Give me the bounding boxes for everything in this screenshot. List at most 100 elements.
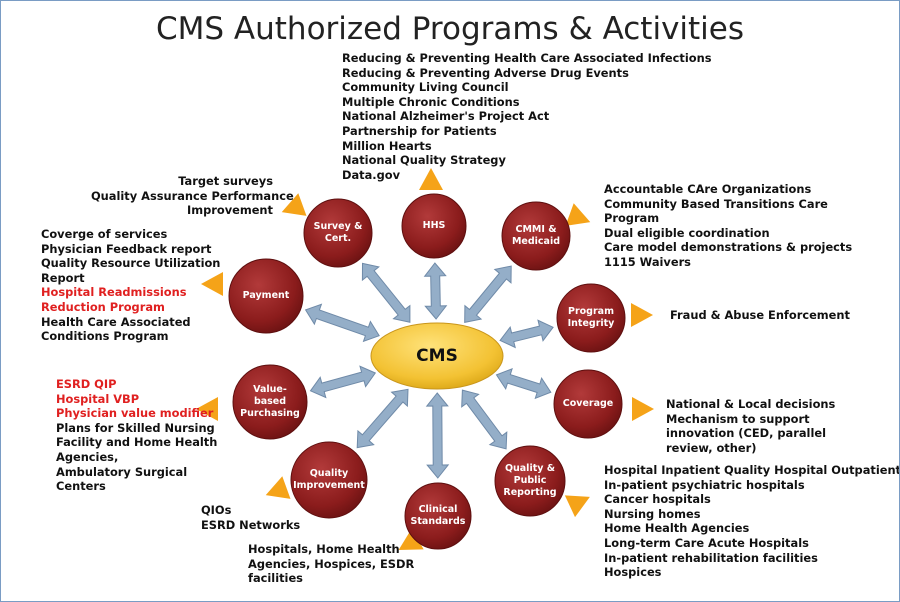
reporting-item: Long-term Care Acute Hospitals	[604, 535, 809, 550]
hhs-item: Reducing & Preventing Health Care Associ…	[342, 51, 712, 65]
coverage-programs-list: National & Local decisions Mechanism to …	[666, 397, 835, 455]
cmmi-item: 1115 Waivers	[604, 254, 691, 269]
hhs-item: Data.gov	[342, 167, 401, 182]
reporting-item: Hospices	[604, 565, 662, 580]
cmmi-item: Care model demonstrations & projects	[604, 240, 853, 255]
node-coverage	[553, 369, 623, 439]
reporting-programs-list: Hospital Inpatient Quality Hospital Outp…	[604, 463, 900, 580]
node-label-line: Quality	[309, 468, 349, 479]
node-label-survey-cert: Survey &Cert.	[304, 199, 372, 267]
payment-item: Conditions Program	[41, 329, 169, 344]
node-program-integrity	[556, 283, 626, 353]
node-cmmi	[501, 201, 571, 271]
reporting-item: Hospital Inpatient Quality Hospital Outp…	[604, 463, 900, 477]
node-payment	[228, 258, 304, 334]
vbp-item-highlighted: Physician value modifier	[56, 406, 214, 421]
payment-item: Physician Feedback report	[41, 241, 212, 256]
node-label-line: Improvement	[293, 480, 365, 491]
node-label-line: Coverage	[562, 398, 614, 409]
cmmi-item: Community Based Transitions Care	[604, 196, 828, 211]
node-label-line: Quality &	[504, 463, 556, 474]
reporting-item: In-patient psychiatric hospitals	[604, 477, 805, 492]
node-label-payment: Payment	[229, 259, 303, 333]
integrity-programs-list: Fraud & Abuse Enforcement	[670, 308, 850, 323]
clinical-item: Hospitals, Home Health	[248, 542, 400, 556]
double-arrow-clinical-standards	[425, 392, 450, 479]
cms-center-ellipse	[370, 322, 504, 390]
coverage-item: review, other)	[666, 440, 757, 455]
double-arrow-quality-improvement	[356, 388, 409, 449]
node-label-line: Medicaid	[511, 236, 561, 247]
payment-item-highlighted: Hospital Readmissions	[41, 285, 187, 300]
hhs-programs-list: Reducing & Preventing Health Care Associ…	[342, 51, 711, 182]
node-survey-cert	[303, 198, 373, 268]
node-label-line: Value-	[253, 384, 287, 395]
payment-item: Health Care Associated	[41, 314, 191, 329]
node-label-coverage: Coverage	[554, 370, 622, 438]
double-arrow-payment	[304, 303, 380, 343]
survey-item: Improvement	[186, 203, 273, 218]
vbp-item: Centers	[56, 479, 106, 494]
double-arrow-hhs	[423, 262, 448, 320]
pointer-triangle	[632, 397, 654, 421]
cmmi-programs-list: Accountable CAre Organizations Community…	[604, 182, 852, 270]
qio-programs-list: QIOs ESRD Networks	[201, 503, 300, 532]
cmmi-item: Program	[604, 211, 660, 226]
node-label-line: HHS	[422, 220, 446, 231]
pointer-triangle	[565, 203, 591, 226]
hhs-item: National Quality Strategy	[342, 153, 506, 168]
hhs-item: Community Living Council	[342, 80, 509, 95]
coverage-item: innovation (CED, parallel	[666, 426, 826, 441]
double-arrow-coverage	[495, 367, 552, 400]
node-label-hhs: HHS	[402, 194, 466, 258]
vbp-item: Facility and Home Health	[56, 435, 218, 450]
clinical-item: Agencies, Hospices, ESDR	[248, 556, 415, 571]
pointer-triangle	[196, 397, 218, 421]
payment-programs-list: Coverge of services Physician Feedback r…	[41, 227, 220, 344]
node-label-line: Reporting	[503, 487, 557, 498]
double-arrow-quality-public-reporting	[461, 389, 508, 450]
node-label-line: Survey &	[313, 221, 363, 232]
vbp-item: Agencies,	[56, 449, 119, 464]
qio-item: ESRD Networks	[201, 517, 301, 532]
double-arrow-survey-cert	[361, 262, 411, 323]
reporting-item: Nursing homes	[604, 506, 701, 521]
double-arrow-program-integrity	[499, 319, 554, 349]
hhs-item: National Alzheimer's Project Act	[342, 109, 550, 124]
pointer-triangle	[631, 303, 653, 327]
node-value-based-purchasing	[232, 364, 308, 440]
hhs-item: Reducing & Preventing Adverse Drug Event…	[342, 65, 629, 80]
payment-item-highlighted: Reduction Program	[41, 299, 165, 314]
survey-item: Target surveys	[178, 174, 273, 188]
node-hhs	[401, 193, 467, 259]
coverage-item: National & Local decisions	[666, 397, 836, 411]
hhs-item: Partnership for Patients	[342, 123, 497, 138]
integrity-item: Fraud & Abuse Enforcement	[670, 308, 850, 322]
clinical-item: facilities	[248, 571, 303, 586]
vbp-item: Plans for Skilled Nursing	[56, 420, 215, 435]
node-label-cmmi: CMMI &Medicaid	[502, 202, 570, 270]
vbp-item-highlighted: Hospital VBP	[56, 391, 140, 406]
pointer-triangle	[265, 476, 291, 499]
node-label-line: Purchasing	[240, 408, 300, 419]
node-clinical-standards	[404, 482, 472, 550]
cms-center-label: CMS	[416, 346, 458, 366]
hhs-item: Multiple Chronic Conditions	[342, 94, 520, 109]
pointer-triangle	[564, 495, 590, 518]
clinical-programs-list: Hospitals, Home Health Agencies, Hospice…	[248, 542, 414, 586]
node-label-line: based	[253, 396, 287, 407]
node-label-line: Payment	[242, 290, 290, 301]
survey-item: Quality Assurance Performance	[91, 188, 294, 203]
hhs-item: Million Hearts	[342, 138, 432, 153]
node-quality-public-reporting	[494, 445, 566, 517]
pointer-triangle	[281, 193, 307, 216]
vbp-item: Ambulatory Surgical	[56, 464, 188, 479]
coverage-item: Mechanism to support	[666, 411, 810, 426]
payment-item: Report	[41, 270, 85, 285]
survey-programs-list: Target surveys Quality Assurance Perform…	[91, 174, 294, 218]
cmmi-item: Dual eligible coordination	[604, 225, 770, 240]
pointer-triangle	[201, 272, 223, 296]
